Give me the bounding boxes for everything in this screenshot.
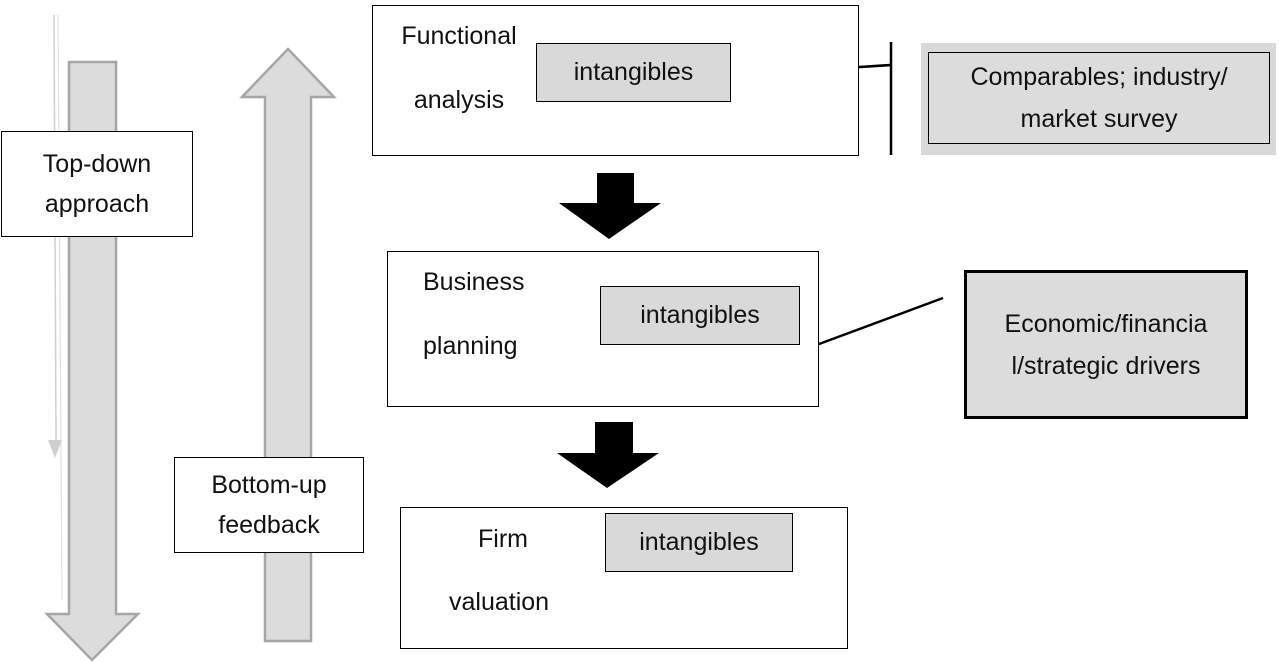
step-functional-analysis-line1: Functional [401,22,517,50]
top-down-label-box: Top-down approach [1,131,193,237]
top-down-line1: Top-down [42,150,152,178]
drivers-box: Economic/financia l/strategic drivers [964,270,1248,419]
step-firm-valuation-line1: Firm [478,525,528,553]
flow-arrow-1 [559,173,661,239]
step-firm-valuation-line2: valuation [449,588,550,616]
drivers-line1: Economic/financia [1004,309,1208,338]
comparables-line1: Comparables; industry/ [970,63,1228,91]
step-business-planning-line2: planning [423,332,518,360]
comparables-box: Comparables; industry/ market survey [928,52,1270,144]
bottom-up-line2: feedback [218,511,320,539]
connector-drivers [810,296,944,349]
flow-arrow-2 [557,422,659,488]
step-functional-analysis-line2: analysis [413,86,505,114]
top-down-line2: approach [44,190,150,218]
bottom-up-line1: Bottom-up [211,471,327,499]
intangibles-tag-2: intangibles [600,286,800,345]
drivers-line2: l/strategic drivers [1011,351,1201,380]
intangibles-tag-3: intangibles [605,513,793,572]
bottom-up-label-box: Bottom-up feedback [174,457,364,553]
step-business-planning-line1: Business [423,268,525,296]
faint-down-arrow [48,14,63,601]
comparables-line2: market survey [1020,105,1178,133]
intangibles-tag-1: intangibles [536,43,731,102]
